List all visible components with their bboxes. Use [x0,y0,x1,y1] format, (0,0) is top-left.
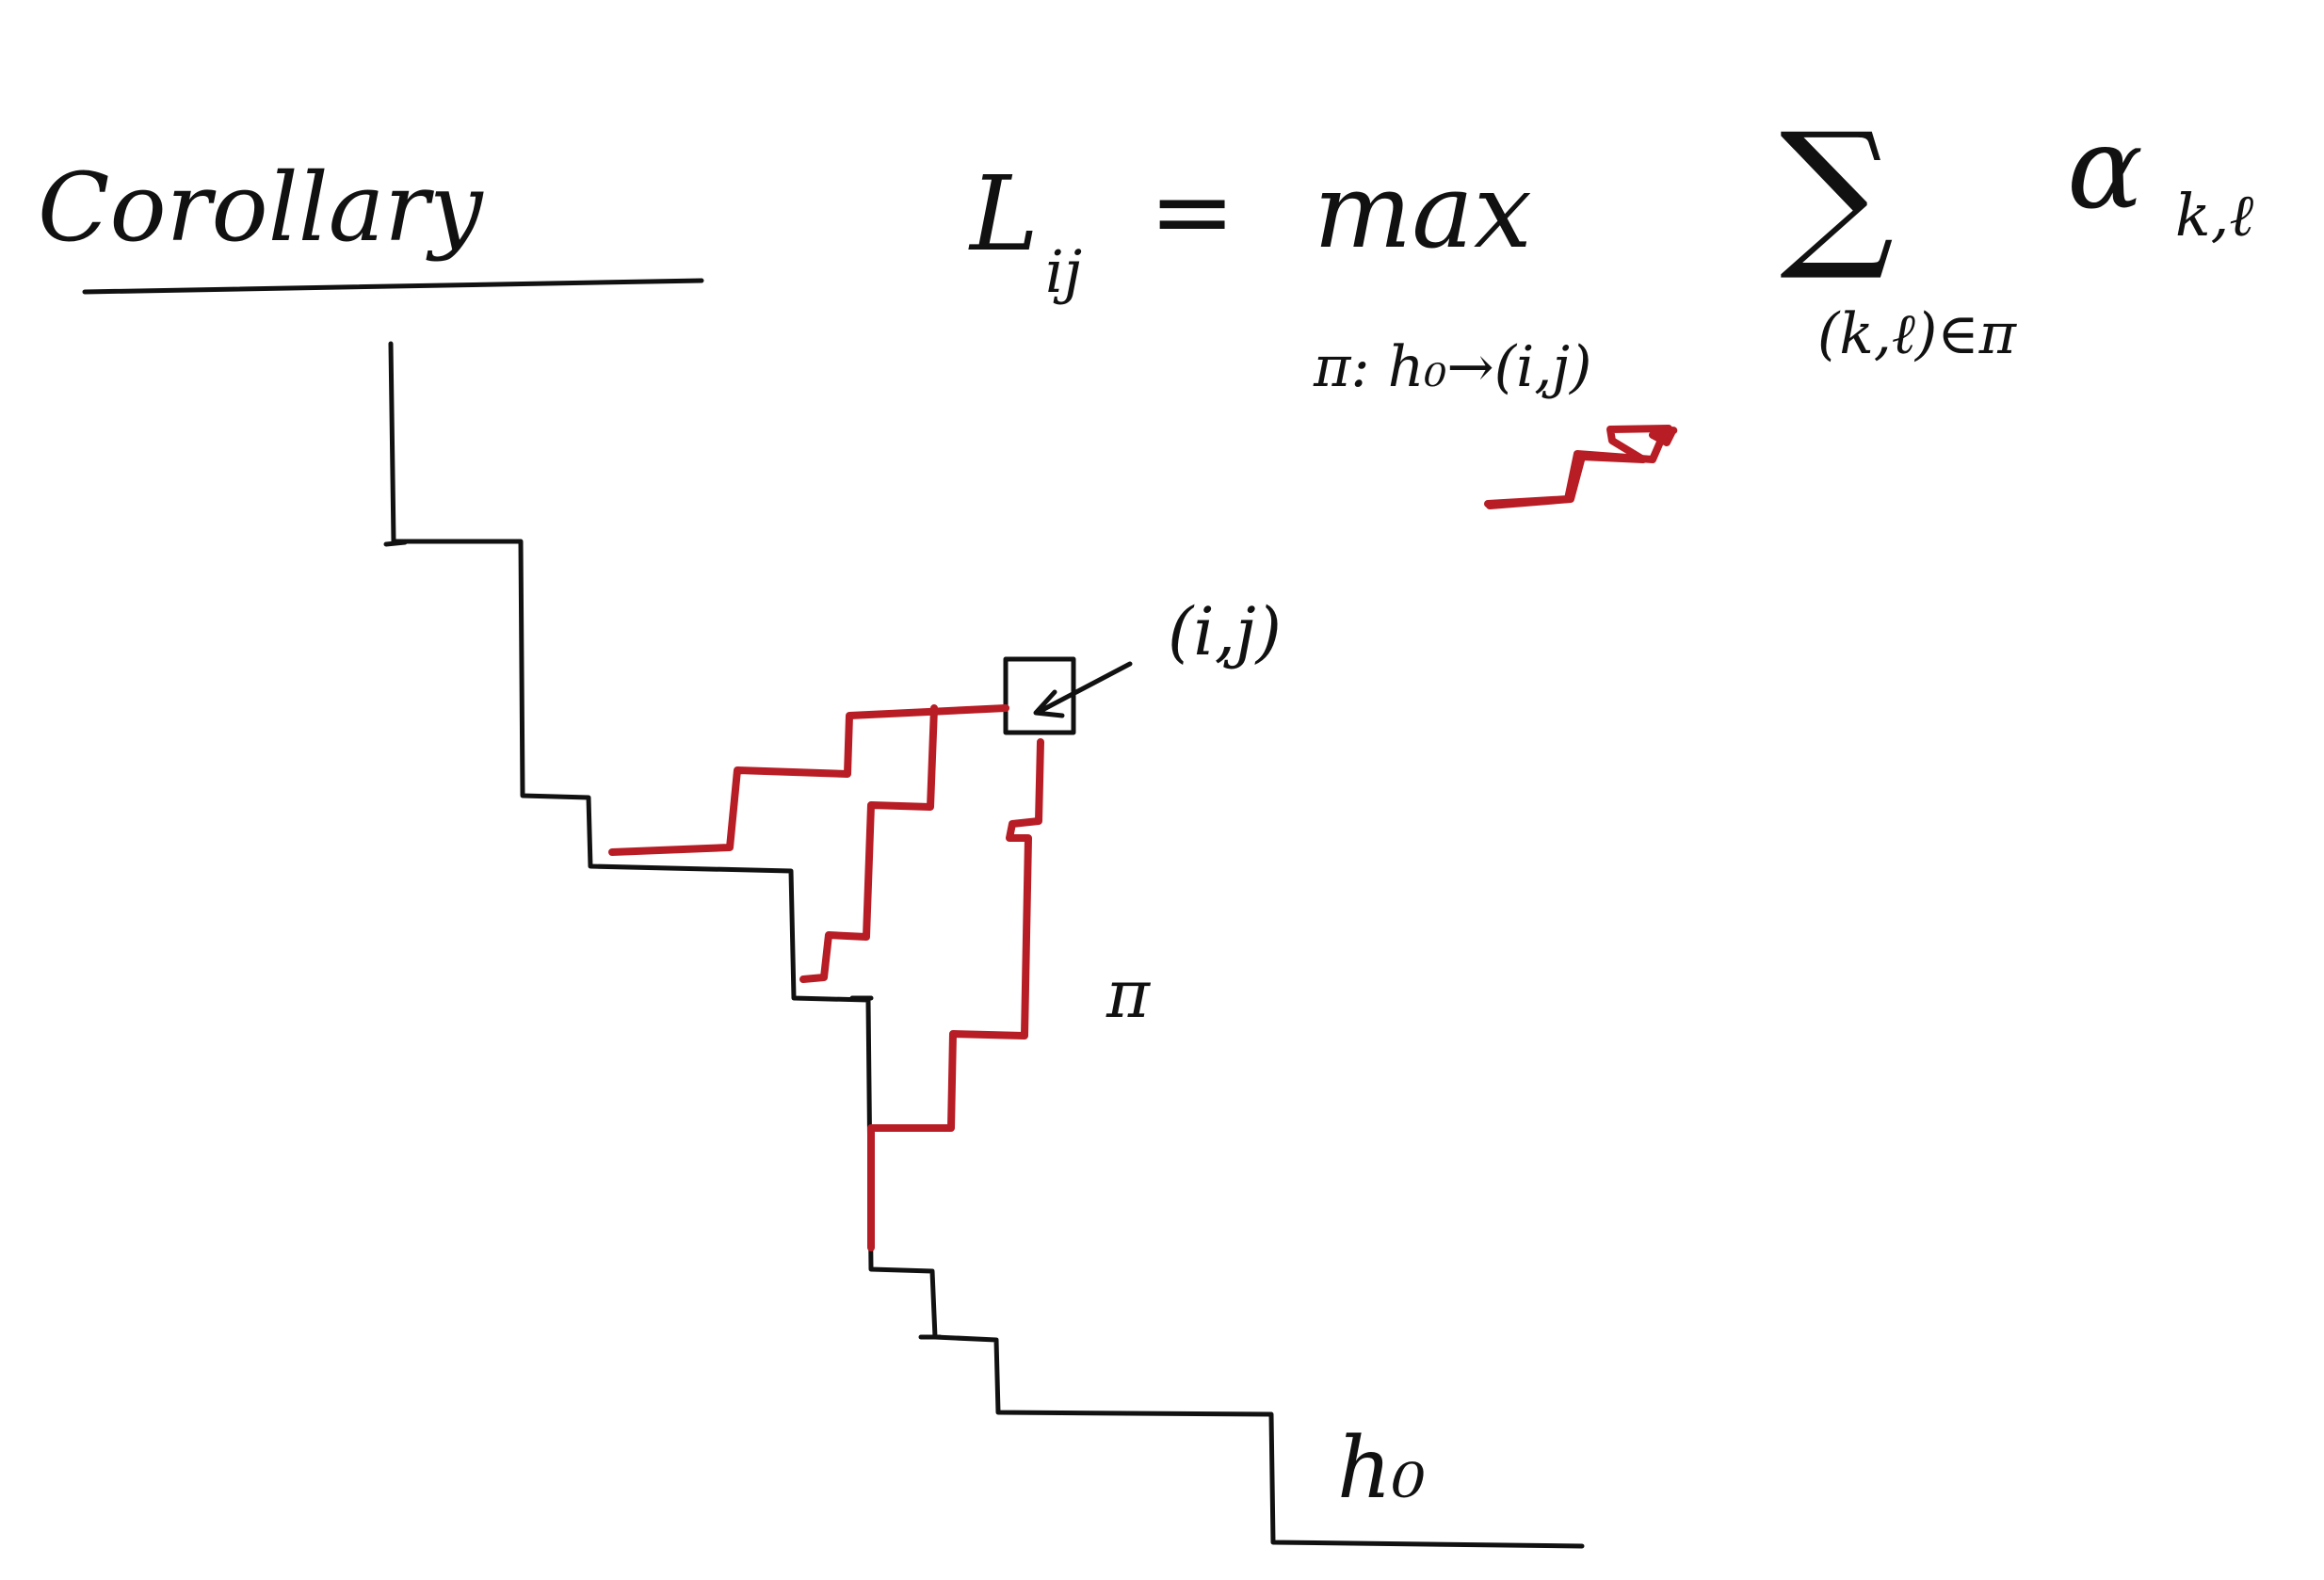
path-label: π [1106,956,1152,1033]
boundary-tick-1 [383,540,408,547]
formula-sum-symbol: ∑ [1780,99,1894,285]
red-underline [1484,427,1678,508]
formula-summand: α [2067,104,2143,234]
path-pi-2 [799,704,938,983]
path-pi-3 [867,738,1044,1251]
boundary-label: h₀ [1337,1419,1426,1518]
title: Corollary [38,153,484,263]
cell-label: (i,j) [1168,593,1282,670]
formula-lhs-subscript: ij [1045,237,1082,306]
formula-sum-under: (k,ℓ)∈π [1817,301,2018,367]
boundary-staircase [388,341,1585,1549]
cell-box [1003,656,1076,735]
path-pi-1 [608,704,1009,856]
formula-lhs: L [968,153,1039,274]
cell-arrow [1033,661,1133,718]
formula-max: max [1314,151,1532,271]
formula: L ij = max π: h₀→(i,j) ∑ (k,ℓ)∈π α k,ℓ [968,99,2253,400]
formula-summand-subscript: k,ℓ [2175,181,2253,250]
formula-equals: = [1149,151,1235,271]
formula-max-under: π: h₀→(i,j) [1313,334,1591,400]
red-underline-main [1486,425,1672,509]
path-pi [608,704,1044,1251]
title-underline [82,278,704,295]
